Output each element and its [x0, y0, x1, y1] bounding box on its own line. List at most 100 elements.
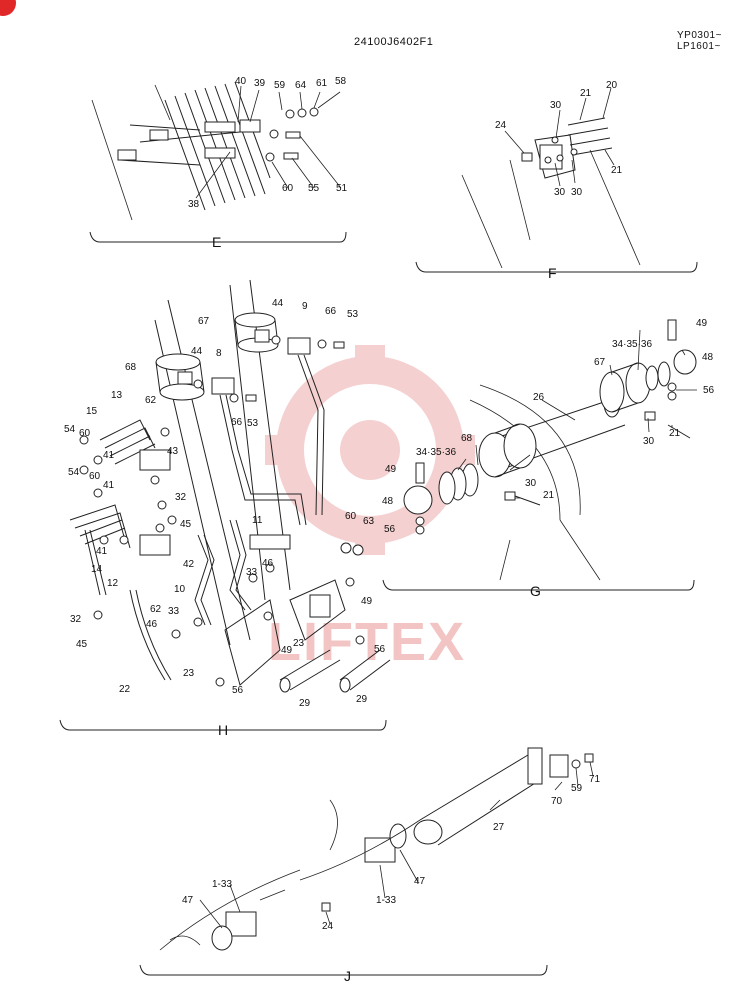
callout-h-32b: 32 [70, 614, 82, 625]
callout-h-46b: 46 [146, 619, 158, 630]
callout-e-40: 40 [235, 76, 247, 87]
callout-f-20: 20 [606, 80, 618, 91]
callout-f-30b: 30 [571, 187, 583, 198]
callout-h-54b: 54 [68, 467, 80, 478]
callout-h-14: 14 [91, 564, 103, 575]
callout-h-41a: 41 [103, 450, 115, 461]
callout-h-9: 9 [302, 301, 308, 312]
callout-j-27: 27 [493, 822, 505, 833]
callout-h-62a: 62 [145, 395, 157, 406]
callout-h-56a: 56 [374, 644, 386, 655]
callout-e-61: 61 [316, 78, 328, 89]
callout-h-60c: 60 [345, 511, 357, 522]
callout-h-63: 63 [363, 516, 375, 527]
callout-h-13: 13 [111, 390, 123, 401]
callout-h-41c: 41 [96, 546, 108, 557]
watermark: LIFTEX [265, 345, 475, 672]
callout-g-21b: 21 [543, 490, 555, 501]
section-g: 49 34·35·36 48 67 56 26 30 21 68 34·35·3… [382, 318, 715, 599]
callout-h-45b: 45 [76, 639, 88, 650]
callout-e-64: 64 [295, 80, 307, 91]
callout-h-10: 10 [174, 584, 186, 595]
callout-h-43: 43 [167, 446, 179, 457]
section-label-f: F [548, 265, 557, 281]
callout-f-21b: 21 [611, 165, 623, 176]
callout-h-60a: 60 [79, 428, 91, 439]
section-j: 27 70 59 71 47 1-33 47 1-33 24 J [139, 747, 601, 984]
callout-e-60: 60 [282, 183, 294, 194]
callout-g-49a: 49 [696, 318, 708, 329]
model-range-line-1: YP0301~ [677, 30, 722, 41]
section-label-g: G [530, 583, 541, 599]
callout-h-29b: 29 [356, 694, 368, 705]
callout-h-56b: 56 [232, 685, 244, 696]
callout-h-53b: 53 [247, 418, 259, 429]
callout-h-44a: 44 [272, 298, 284, 309]
callout-h-8: 8 [216, 348, 222, 359]
callout-h-23b: 23 [183, 668, 195, 679]
callout-g-48b: 48 [382, 496, 394, 507]
callout-e-51: 51 [336, 183, 348, 194]
callout-h-44b: 44 [191, 346, 203, 357]
callout-h-49a: 49 [361, 596, 373, 607]
callout-e-55: 55 [308, 183, 320, 194]
section-label-e: E [212, 234, 221, 250]
watermark-text: LIFTEX [268, 612, 466, 672]
callout-g-30b: 30 [525, 478, 537, 489]
callout-g-34-35-36b: 34·35·36 [416, 447, 456, 458]
callout-j-59: 59 [571, 783, 583, 794]
section-label-j: J [344, 968, 351, 984]
callout-h-68: 68 [125, 362, 137, 373]
callout-g-34-35-36a: 34·35·36 [612, 339, 652, 350]
callout-e-59: 59 [274, 80, 286, 91]
callout-j-47b: 47 [182, 895, 194, 906]
callout-e-38: 38 [188, 199, 200, 210]
section-f: 24 30 21 20 30 30 21 F [415, 80, 698, 281]
callout-h-66b: 66 [231, 417, 243, 428]
callout-h-53a: 53 [347, 309, 359, 320]
callout-j-71: 71 [589, 774, 601, 785]
callout-h-12: 12 [107, 578, 119, 589]
section-e: 40 39 59 64 61 58 51 55 60 38 E [89, 76, 348, 250]
callout-f-30a: 30 [550, 100, 562, 111]
callout-h-42: 42 [183, 559, 195, 570]
callout-h-23a: 23 [293, 638, 305, 649]
callout-h-33b: 33 [168, 606, 180, 617]
callout-h-66a: 66 [325, 306, 337, 317]
callout-h-60b: 60 [89, 471, 101, 482]
callout-j-70: 70 [551, 796, 563, 807]
model-range: YP0301~ LP1601~ [677, 30, 722, 52]
corner-badge [0, 0, 16, 16]
callout-g-49b: 49 [385, 464, 397, 475]
callout-f-24: 24 [495, 120, 507, 131]
callout-h-22: 22 [119, 684, 131, 695]
callout-h-15: 15 [86, 406, 98, 417]
callout-h-32a: 32 [175, 492, 187, 503]
callout-h-49b: 49 [281, 645, 293, 656]
callout-g-21a: 21 [669, 428, 681, 439]
callout-h-67: 67 [198, 316, 210, 327]
callout-g-68: 68 [461, 433, 473, 444]
callout-g-67: 67 [594, 357, 606, 368]
callout-h-45a: 45 [180, 519, 192, 530]
callout-h-62b: 62 [150, 604, 162, 615]
callout-h-29a: 29 [299, 698, 311, 709]
callout-h-11: 11 [252, 515, 263, 526]
callout-f-30c: 30 [554, 187, 566, 198]
callout-j-1-33b: 1-33 [212, 879, 232, 890]
section-h: 67 44 9 66 53 68 44 8 66 53 13 62 15 54 … [59, 279, 391, 738]
callout-g-56b: 56 [384, 524, 396, 535]
callout-j-47a: 47 [414, 876, 426, 887]
callout-g-30a: 30 [643, 436, 655, 447]
section-label-h: H [218, 722, 228, 738]
callout-j-24: 24 [322, 921, 334, 932]
callout-f-21a: 21 [580, 88, 592, 99]
callout-g-56a: 56 [703, 385, 715, 396]
callout-j-1-33a: 1-33 [376, 895, 396, 906]
page-code: 24100J6402F1 [354, 36, 434, 48]
callout-e-58: 58 [335, 76, 347, 87]
callout-g-26: 26 [533, 392, 545, 403]
callout-e-39: 39 [254, 78, 266, 89]
